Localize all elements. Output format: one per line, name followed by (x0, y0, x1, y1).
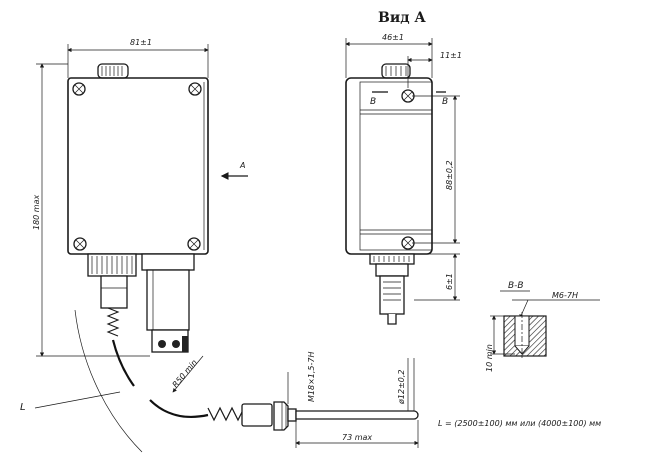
front-height-dimension: 180 max (32, 194, 41, 230)
probe-thread-label: M18×1,5-7H (307, 352, 316, 403)
bellows-housing (146, 269, 190, 331)
section-bb: В-В M6-7H 10 min (485, 281, 600, 372)
probe-length-label: 73 max (342, 433, 372, 442)
housing-screws (72, 82, 202, 251)
probe: M18×1,5-7H ø12±0,2 73 max (241, 352, 419, 448)
front-view: 81±1 180 max A R50 min L (20, 38, 248, 453)
view-title: Вид А (378, 10, 426, 26)
view-arrow-label: A (239, 161, 245, 170)
section-mark-left: В (370, 97, 376, 107)
length-label: L (20, 402, 26, 413)
side-width-dimension: 46±1 (382, 33, 404, 42)
adjustment-knob (97, 63, 129, 79)
side-bottom-dimension: 6±1 (445, 273, 454, 290)
length-note: L = (2500±100) мм или (4000±100) мм (438, 419, 601, 428)
probe-diameter-label: ø12±0,2 (397, 370, 406, 406)
side-view: В В 46±1 11±1 88±0,2 6±1 (345, 33, 462, 325)
gland-nut (100, 275, 128, 309)
section-bb-thread: M6-7H (552, 291, 578, 300)
side-housing (345, 77, 433, 255)
bend-radius-label: R50 min (171, 358, 199, 389)
section-bb-title: В-В (508, 281, 524, 291)
side-height-dimension: 88±0,2 (445, 160, 454, 190)
housing-body (67, 77, 209, 255)
side-offset-dimension: 11±1 (440, 51, 462, 60)
section-depth-label: 10 min (485, 344, 494, 372)
front-width-dimension: 81±1 (130, 38, 152, 47)
probe-rod (295, 410, 419, 420)
section-mark-right: В (442, 97, 448, 107)
probe-nut (273, 401, 289, 431)
